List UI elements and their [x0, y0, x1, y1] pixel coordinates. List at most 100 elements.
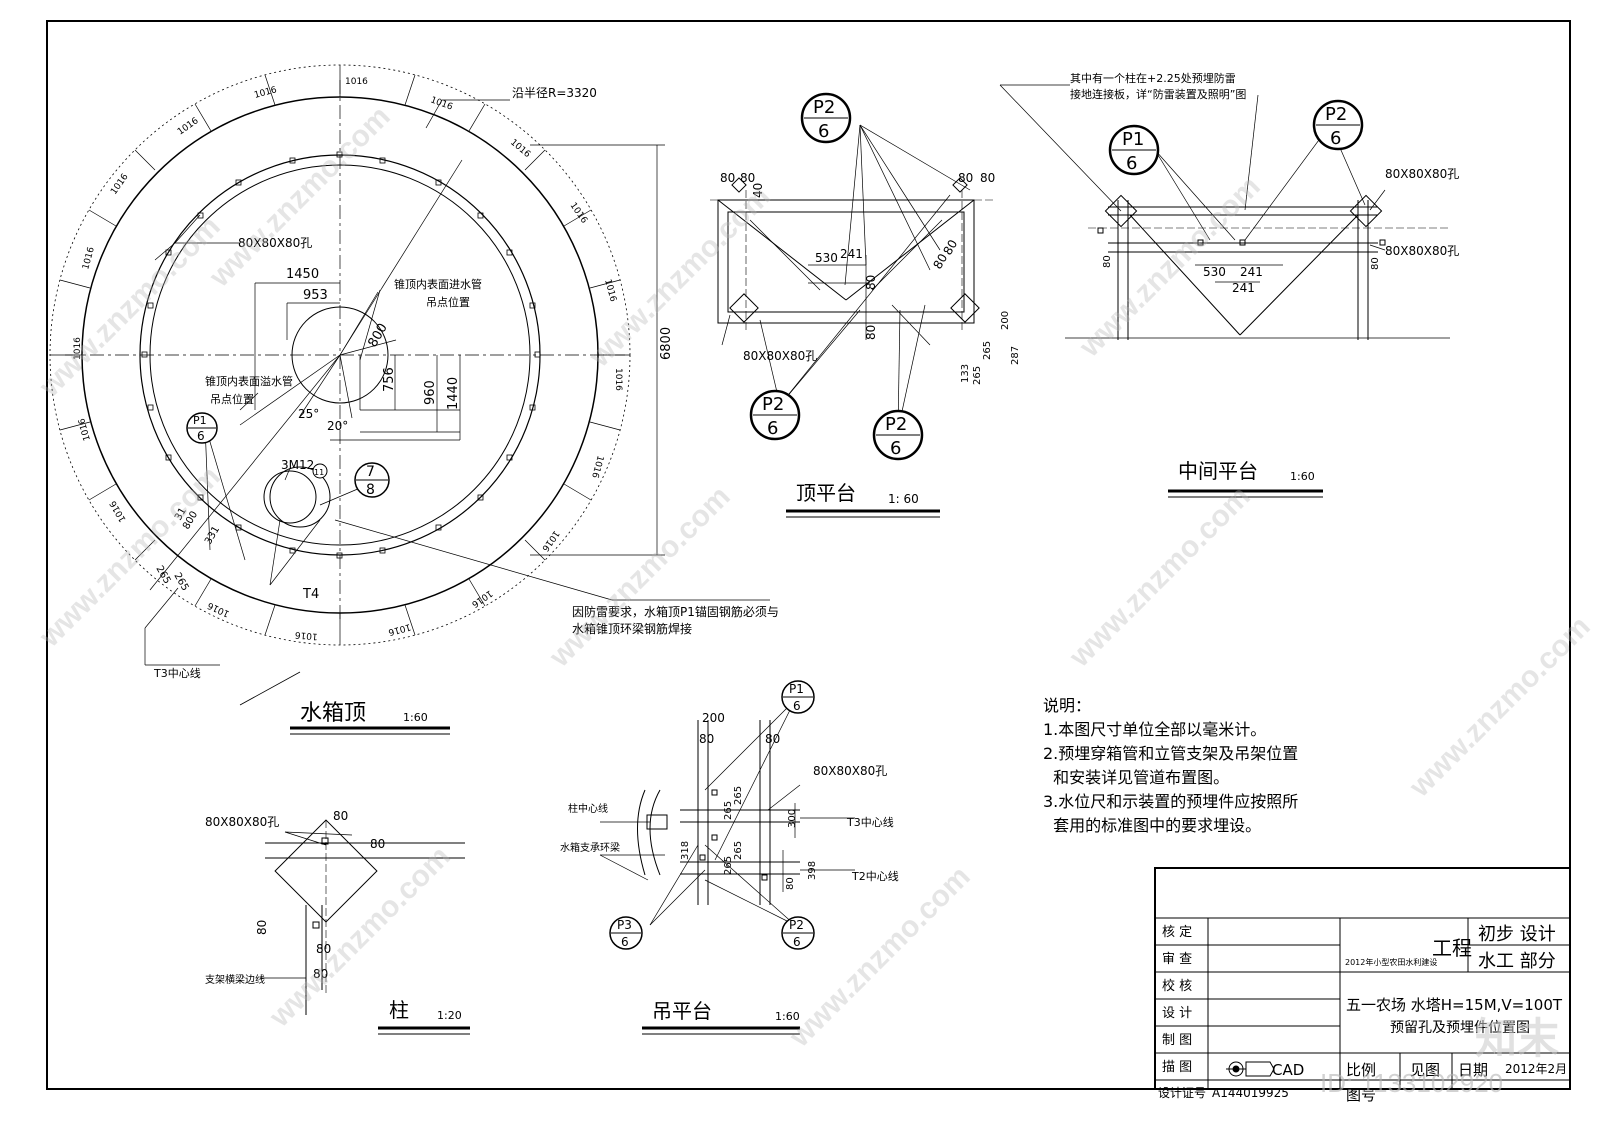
- arc-dim: 1016: [589, 454, 605, 479]
- svg-text:P1: P1: [193, 414, 207, 427]
- svg-text:300: 300: [787, 809, 798, 828]
- view-title: 吊平台: [652, 999, 712, 1023]
- cad-logo-icon: [1226, 1061, 1275, 1077]
- tb-dept: 水工 部分: [1478, 951, 1556, 972]
- tb-cad: CAD: [1272, 1061, 1304, 1079]
- dim-756: 756: [382, 367, 397, 392]
- tb-drawing-title-1: 五一农场 水塔H=15M,V=100T: [1346, 996, 1563, 1014]
- note-item: 3.水位尺和示装置的预埋件应按照所: [1043, 792, 1299, 811]
- dim-1450: 1450: [286, 267, 319, 282]
- svg-text:80: 80: [313, 967, 328, 981]
- svg-text:200: 200: [1000, 311, 1011, 330]
- hanging-platform-title: 吊平台 1:60: [642, 999, 800, 1035]
- svg-text:80: 80: [255, 920, 269, 935]
- svg-text:265: 265: [723, 856, 734, 875]
- tb-phase: 初步 设计: [1478, 924, 1556, 945]
- svg-text:11: 11: [314, 468, 324, 477]
- view-scale: 1:20: [437, 1009, 462, 1022]
- tb-row-draft: 制 图: [1162, 1033, 1192, 1048]
- view-title: 柱: [389, 998, 409, 1022]
- view-title: 中间平台: [1178, 459, 1258, 483]
- inlet-label: 锥顶内表面进水管: [394, 277, 482, 291]
- dim-6800: 6800: [659, 327, 674, 360]
- detail-mark-p2: P2 6: [872, 409, 924, 461]
- tank-top-title: 水箱顶 1:60: [290, 701, 450, 735]
- arc-dim: 1016: [539, 528, 560, 553]
- svg-text:T3中心线: T3中心线: [846, 815, 894, 829]
- tb-row-design: 设 计: [1162, 1006, 1192, 1021]
- svg-text:6: 6: [793, 699, 801, 713]
- svg-text:P1: P1: [1122, 129, 1144, 150]
- t4-label: T4: [302, 587, 319, 602]
- note-item: 套用的标准图中的要求埋设。: [1043, 816, 1262, 835]
- svg-text:水箱支承环梁: 水箱支承环梁: [560, 841, 620, 854]
- detail-mark-p2: P2 6: [1312, 99, 1364, 151]
- hole-label: 80X80X80孔: [238, 236, 312, 250]
- svg-text:80: 80: [316, 942, 331, 956]
- svg-text:265: 265: [972, 366, 983, 385]
- detail-mark-11: 11: [312, 463, 328, 479]
- svg-text:265: 265: [982, 341, 993, 360]
- svg-text:6: 6: [767, 418, 778, 439]
- svg-text:7: 7: [366, 464, 375, 480]
- middle-platform-text: 其中有一个柱在+2.25处预埋防雷 接地连接板，详“防雷装置及照明”图 80X8…: [1070, 71, 1459, 295]
- arc-dim: 1016: [109, 172, 130, 197]
- dim-960: 960: [423, 380, 438, 405]
- dim-331: 331: [203, 524, 222, 546]
- svg-text:241: 241: [1232, 281, 1255, 295]
- detail-mark-7-8: 7 8: [354, 462, 390, 498]
- detail-mark-p3: P3 6: [609, 916, 643, 950]
- column-title: 柱 1:20: [378, 998, 470, 1035]
- svg-text:241: 241: [840, 247, 863, 261]
- note-item: 2.预埋穿箱管和立管支架及吊架位置: [1043, 744, 1299, 763]
- hanging-platform-text: 200 80 80 80X80X80孔 柱中心线 水箱支承环梁 T3中心线 T2…: [560, 711, 899, 890]
- svg-text:80: 80: [930, 251, 950, 271]
- svg-text:6: 6: [1330, 128, 1341, 149]
- svg-text:80: 80: [958, 171, 973, 185]
- detail-mark-p1: P1 6: [1108, 124, 1160, 176]
- svg-text:265: 265: [733, 841, 744, 860]
- title-block-text: 核 定 审 查 校 核 设 计 制 图 描 图 设计证号 2012年小型农田水利…: [1158, 924, 1567, 1104]
- lightning-note-1: 因防雷要求，水箱顶P1锚固钢筋必须与: [572, 604, 779, 619]
- general-notes: 说明： 1.本图尺寸单位全部以毫米计。 2.预埋穿箱管和立管支架及吊架位置 和安…: [1043, 694, 1363, 838]
- note-item: 1.本图尺寸单位全部以毫米计。: [1043, 720, 1267, 739]
- svg-text:接地连接板，详“防雷装置及照明”图: 接地连接板，详“防雷装置及照明”图: [1070, 87, 1246, 101]
- svg-text:530: 530: [1203, 265, 1226, 279]
- svg-text:80: 80: [980, 171, 995, 185]
- m12-label: 3M12: [281, 458, 314, 472]
- tb-cert-value: A144019925: [1212, 1086, 1289, 1100]
- svg-text:80: 80: [1370, 257, 1381, 270]
- svg-text:80: 80: [1102, 255, 1113, 268]
- watermark-logo: 知末: [1475, 1014, 1560, 1063]
- view-title: 顶平台: [796, 481, 856, 505]
- tb-project-prefix: 2012年小型农田水利建设: [1345, 957, 1437, 967]
- column-text: 80X80X80孔 80 80 80 80 80 支架横梁边线: [205, 809, 385, 986]
- top-platform-title: 顶平台 1: 60: [786, 481, 940, 518]
- overflow-label: 锥顶内表面溢水管: [205, 374, 293, 388]
- view-scale: 1:60: [1290, 470, 1315, 483]
- svg-text:柱中心线: 柱中心线: [568, 802, 608, 815]
- tb-row-cert: 设计证号: [1158, 1086, 1206, 1100]
- arc-dim: 1016: [345, 77, 368, 87]
- watermark-id: ID: 1133102920: [1320, 1068, 1504, 1098]
- svg-text:8: 8: [366, 482, 375, 498]
- svg-text:133: 133: [960, 364, 971, 383]
- svg-text:P2: P2: [1325, 104, 1347, 125]
- svg-text:6: 6: [890, 438, 901, 459]
- svg-text:6: 6: [818, 121, 829, 142]
- svg-text:265: 265: [723, 801, 734, 820]
- arc-dim: 1016: [469, 588, 494, 609]
- lightning-note-2: 水箱锥顶环梁钢筋焊接: [572, 621, 692, 636]
- svg-text:80: 80: [333, 809, 348, 823]
- svg-text:80: 80: [740, 171, 755, 185]
- svg-text:T2中心线: T2中心线: [851, 869, 899, 883]
- notes-heading: 说明：: [1043, 696, 1092, 715]
- overflow-sub-label: 吊点位置: [210, 392, 254, 406]
- hanging-platform-view: [599, 699, 855, 926]
- svg-text:241: 241: [1240, 265, 1263, 279]
- middle-platform-view: [999, 84, 1450, 340]
- svg-text:6: 6: [197, 429, 205, 443]
- arc-dim: 1016: [73, 337, 83, 360]
- tank-top-text: 沿半径R=3320 80X80X80孔 锥顶内表面进水管 吊点位置 锥顶内表面溢…: [73, 77, 779, 680]
- tb-row-check: 校 核: [1162, 978, 1192, 994]
